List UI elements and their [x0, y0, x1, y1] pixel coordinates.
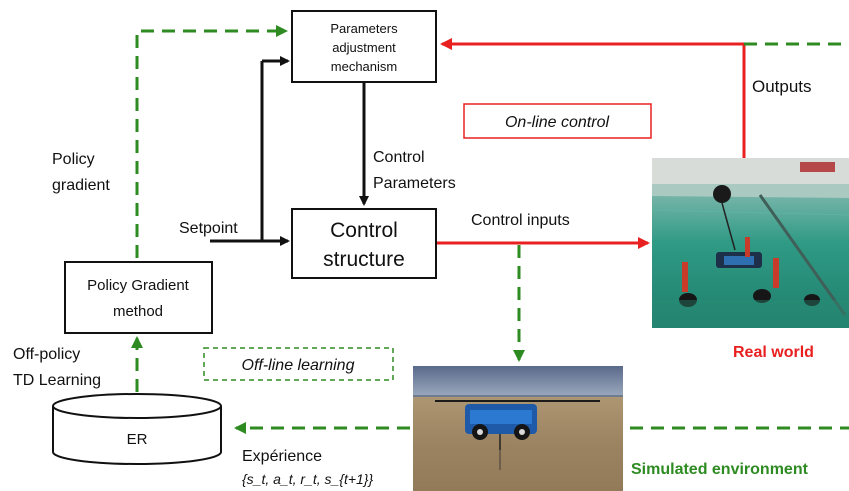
simulated-environment-label: Simulated environment [631, 461, 809, 478]
setpoint-label: Setpoint [179, 220, 238, 237]
params-line-3: mechanism [331, 59, 397, 74]
offline-learning-label: Off-line learning [242, 357, 355, 374]
pg-line-2: method [113, 303, 163, 320]
params-line-2: adjustment [332, 40, 396, 55]
online-control-label: On-line control [505, 114, 609, 131]
simulated-environment-image [413, 366, 623, 491]
control-line-1: Control [330, 219, 398, 242]
policy-gradient-label-2: gradient [52, 177, 110, 194]
real-world-label: Real world [733, 344, 814, 361]
setpoint-arrows [210, 56, 290, 246]
off-policy-label-2: TD Learning [13, 372, 101, 389]
policy-gradient-method-box: Policy Gradient method [64, 261, 213, 334]
parameters-adjustment-box: Parameters adjustment mechanism [291, 10, 437, 83]
pg-line-1: Policy Gradient [87, 277, 190, 294]
control-params-label-2: Parameters [373, 175, 456, 192]
experience-replay-cylinder: ER [52, 393, 222, 465]
policy-gradient-arrow [135, 25, 288, 258]
outputs-label: Outputs [752, 77, 812, 96]
params-line-1: Parameters [330, 21, 398, 36]
real-world-photo [651, 158, 849, 328]
off-policy-label-1: Off-policy [13, 346, 80, 363]
offline-learning-label-box: Off-line learning [203, 347, 394, 381]
control-line-2: structure [323, 248, 405, 271]
policy-gradient-label-1: Policy [52, 151, 95, 168]
control-inputs-label: Control inputs [471, 212, 570, 229]
control-structure-box: Control structure [291, 208, 437, 279]
experience-label: Expérience [242, 448, 322, 465]
online-control-label-box: On-line control [463, 103, 652, 139]
outputs-feedback-arrow [440, 38, 746, 158]
experience-tuple: {s_t, a_t, r_t, s_{t+1}} [242, 471, 373, 487]
control-params-label-1: Control [373, 149, 425, 166]
er-label: ER [127, 431, 148, 448]
